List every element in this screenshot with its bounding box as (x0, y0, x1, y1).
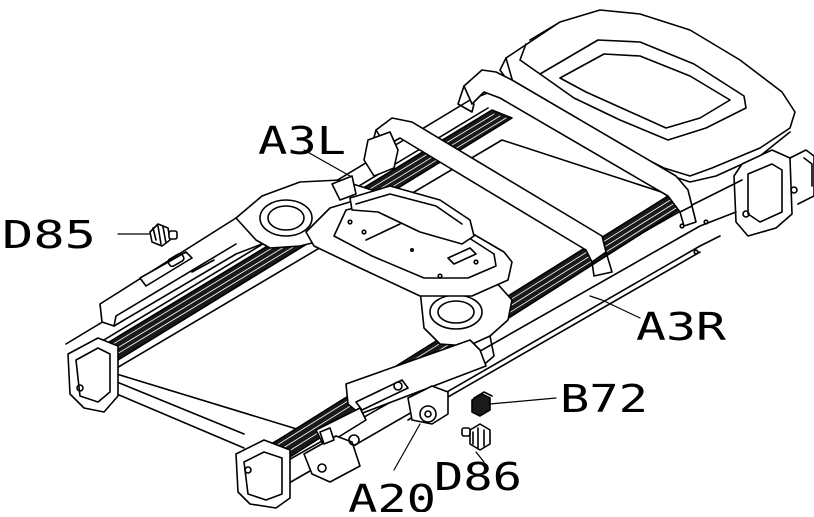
leader-d86 (475, 451, 485, 463)
label-b72: B72 (560, 377, 648, 421)
console-plate (305, 185, 513, 297)
label-d85: D85 (2, 213, 96, 257)
d86-knob (461, 423, 491, 451)
label-a3r: A3R (636, 305, 726, 349)
b72-part (471, 391, 493, 417)
callout-labels: A3L D85 A3R B72 A20 D86 (2, 119, 726, 517)
leader-a3r (589, 295, 641, 319)
rail-fasteners (679, 219, 709, 255)
upright-base-left (331, 131, 399, 201)
leader-a20 (393, 423, 421, 471)
leader-a3l (303, 149, 351, 177)
leader-lines (117, 149, 641, 471)
front-right-end-cap (235, 439, 291, 509)
label-a3l: A3L (258, 119, 346, 163)
rear-handrail (457, 69, 697, 227)
a20-bracket (303, 385, 449, 483)
leader-b72 (489, 397, 557, 405)
d85-knob (149, 223, 178, 247)
rear-right-end-cap (733, 149, 814, 237)
label-a20: A20 (348, 477, 436, 512)
front-left-end-cap (67, 337, 119, 413)
label-d86: D86 (434, 455, 522, 499)
